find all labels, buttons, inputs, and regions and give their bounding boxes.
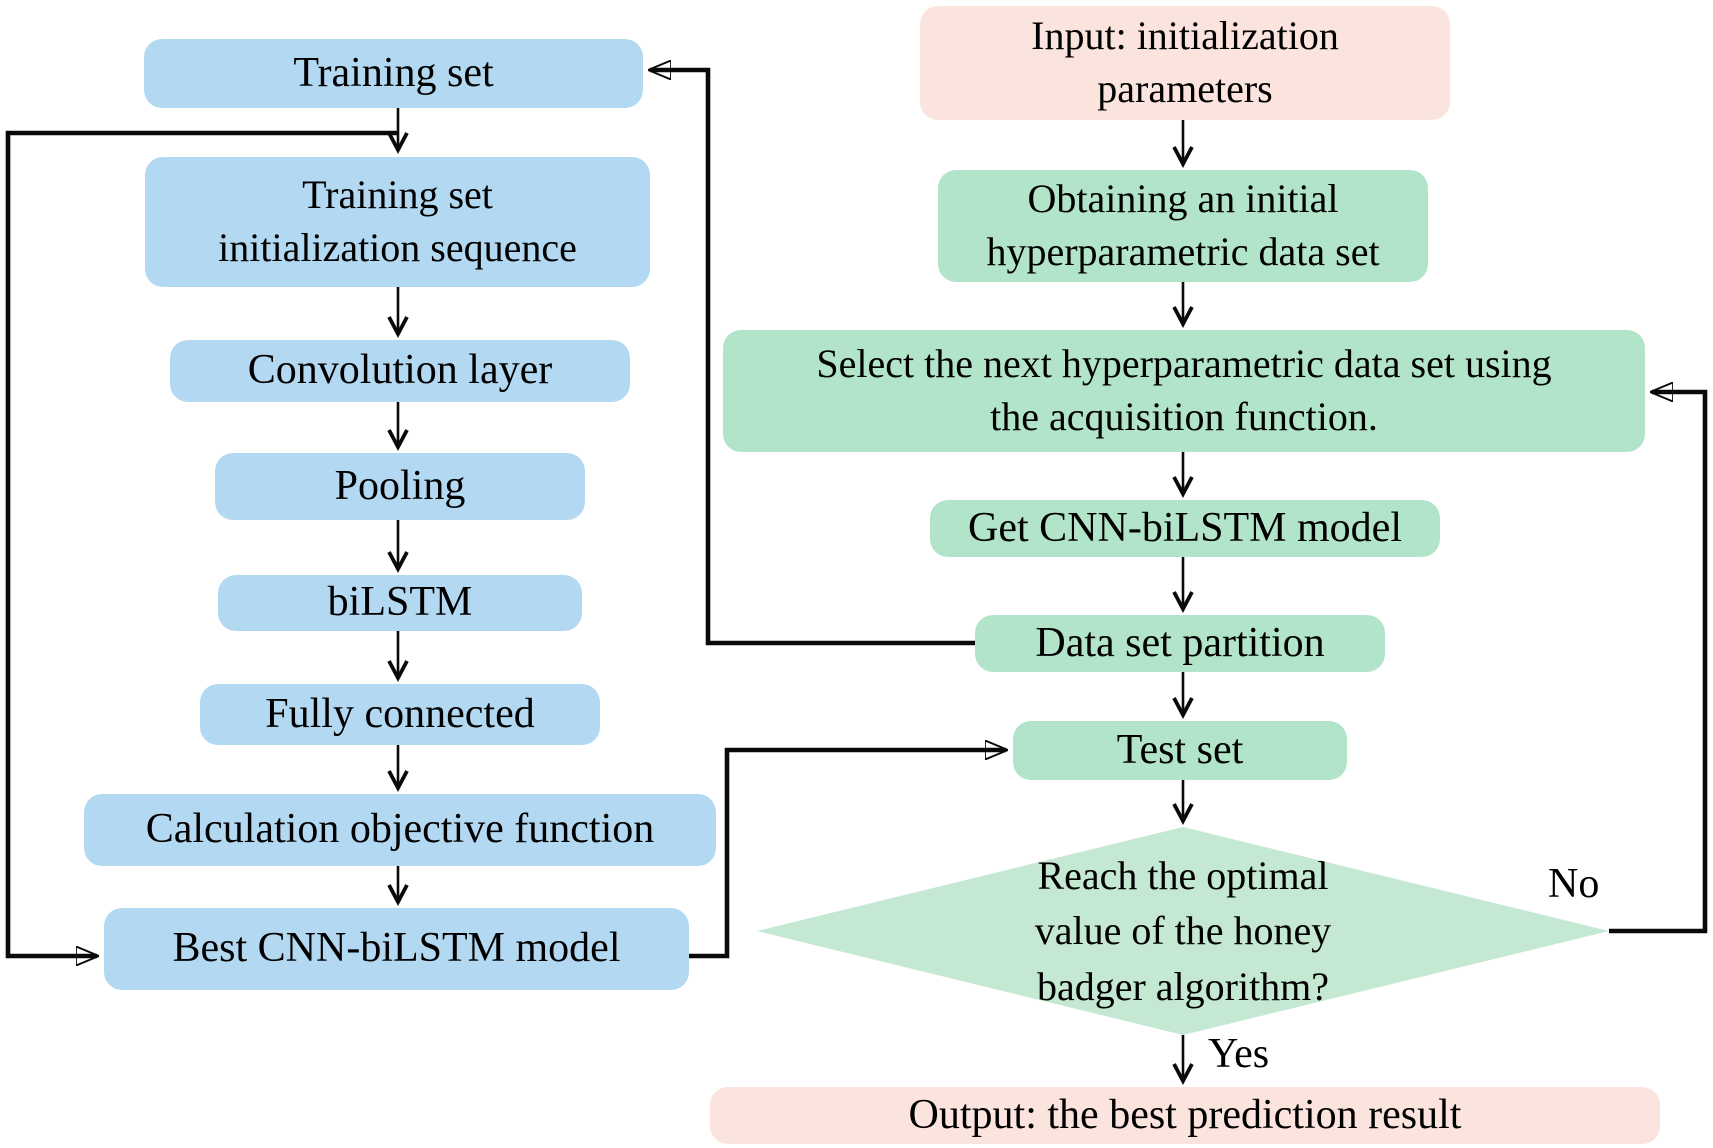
- node-pooling: Pooling: [215, 453, 585, 520]
- node-bilstm: biLSTM: [218, 575, 582, 631]
- node-training-set-initialization-sequence: Training set initialization sequence: [145, 157, 650, 287]
- node-obtaining-initial-hyperparametric-data-set: Obtaining an initial hyperparametric dat…: [938, 170, 1428, 282]
- node-fully-connected: Fully connected: [200, 684, 600, 745]
- edge-label-yes: Yes: [1208, 1031, 1270, 1077]
- node-output-best-prediction-result: Output: the best prediction result: [710, 1087, 1660, 1144]
- node-input-initialization-parameters: Input: initialization parameters: [920, 6, 1450, 120]
- node-data-set-partition: Data set partition: [975, 615, 1385, 672]
- node-get-cnn-bilstm-model: Get CNN-biLSTM model: [930, 500, 1440, 557]
- node-select-next-hyperparametric-data-set: Select the next hyperparametric data set…: [723, 330, 1645, 452]
- loop-decision-no-to-select: [1609, 392, 1708, 934]
- node-best-cnn-bilstm-model: Best CNN-biLSTM model: [104, 908, 689, 990]
- node-convolution-layer: Convolution layer: [170, 340, 630, 402]
- node-test-set: Test set: [1013, 721, 1347, 780]
- node-training-set: Training set: [144, 39, 643, 108]
- decision-diamond-honey-badger-optimal: Reach the optimal value of the honey bad…: [757, 827, 1609, 1035]
- edge-label-no: No: [1548, 861, 1600, 907]
- node-calculation-objective-function: Calculation objective function: [84, 794, 716, 866]
